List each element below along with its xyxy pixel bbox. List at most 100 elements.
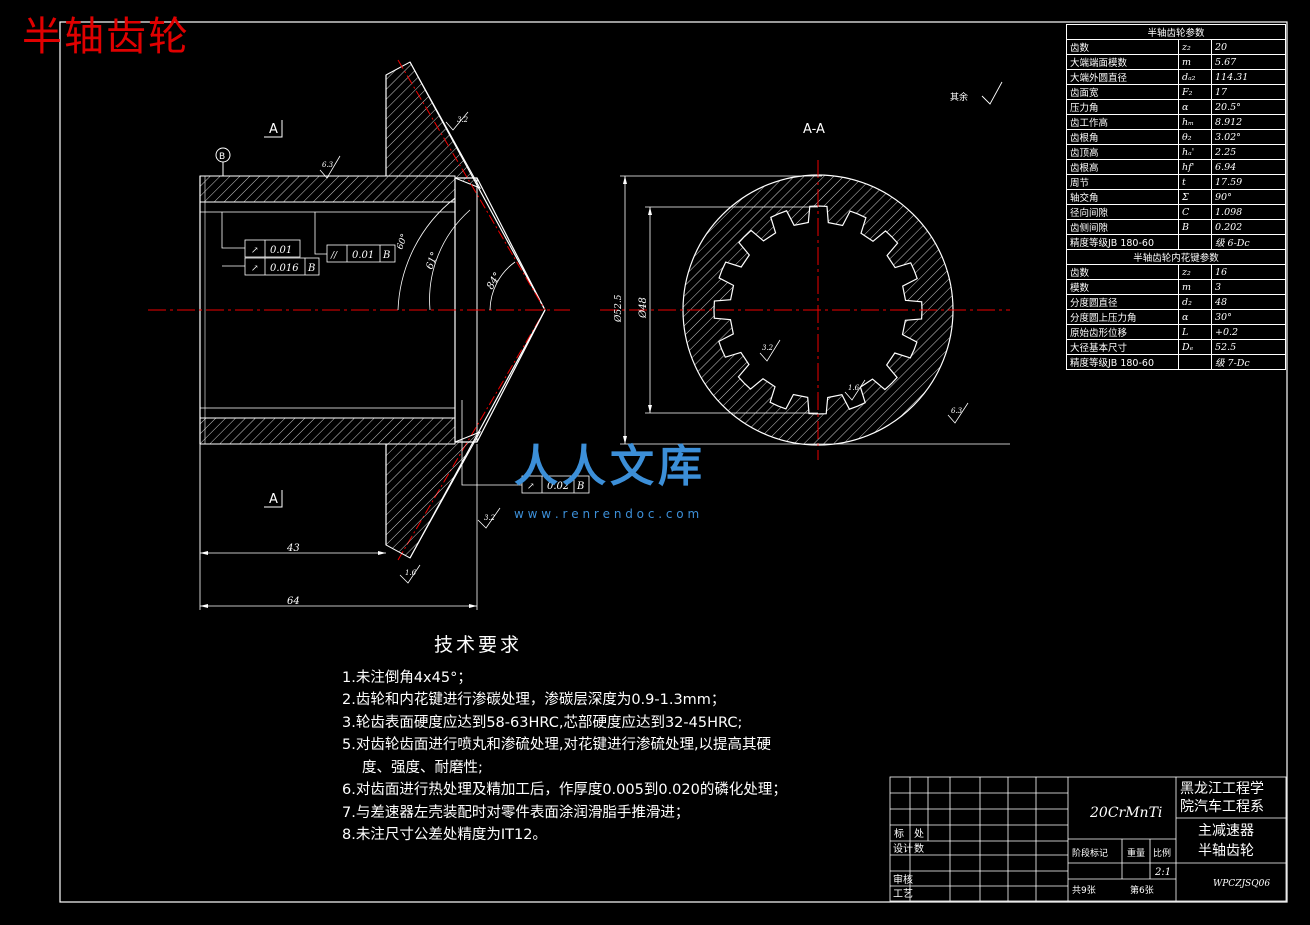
table-cell-sym: t (1178, 174, 1212, 190)
requirements-heading: 技术要求 (434, 634, 523, 656)
table-cell-name: 齿面宽 (1066, 84, 1179, 100)
table-cell-name: 模数 (1066, 279, 1179, 295)
title-block-grid (889, 776, 1287, 902)
tb-review: 审核 (893, 873, 913, 886)
table-cell-name: 大端外圆直径 (1066, 69, 1179, 85)
fcf3-datum: B (382, 250, 390, 261)
table-cell-name: 大径基本尺寸 (1066, 339, 1179, 355)
page-title: 半轴齿轮 (22, 14, 190, 60)
table-cell-name: 齿侧间隙 (1066, 219, 1179, 235)
technical-requirements: 技术要求 1.未注倒角4x45°； 2.齿轮和内花键进行渗碳处理，渗碳层深度为0… (342, 634, 787, 847)
table-cell-val: 17.59 (1211, 174, 1286, 190)
table-cell-name: 齿数 (1066, 264, 1179, 280)
tb-scale: 2:1 (1154, 867, 1171, 878)
table-cell-sym (1178, 354, 1212, 370)
fcf2-value: 0.016 (270, 263, 299, 274)
table-cell-sym: Dₑ (1178, 339, 1212, 355)
roughness-5: 3.2 (762, 344, 774, 352)
section-label: A-A (803, 122, 825, 137)
table-cell-sym: z₂ (1178, 264, 1212, 280)
table-cell-name: 齿工作高 (1066, 114, 1179, 130)
view-marker-a-bottom: A (269, 492, 278, 507)
tb-mark: 标 (894, 828, 904, 840)
roughness-4: 1.6 (405, 569, 417, 577)
table-cell-sym: α (1178, 309, 1212, 325)
table-cell-val: 0.202 (1211, 219, 1286, 235)
fcf4-value: 0.02 (547, 481, 569, 492)
fcf2-datum: B (307, 263, 315, 274)
drawing-annotations: A A B A-A 其余 ↗ 0.01 ↗ 0.016 B // 0.01 B … (219, 91, 1270, 900)
table-row: 精度等级JB 180-60 级 7-Dc (1066, 354, 1286, 370)
requirement-item: 2.齿轮和内花键进行渗碳处理，渗碳层深度为0.9-1.3mm； (342, 692, 726, 708)
tb-material: 20CrMnTi (1089, 805, 1162, 821)
roughness-3: 3.2 (484, 514, 496, 522)
table-cell-sym: L (1178, 324, 1212, 340)
table-cell-sym: hₘ (1178, 114, 1212, 130)
table-cell-name: 齿根角 (1066, 129, 1179, 145)
fcf3-symbol: // (330, 251, 338, 261)
table-cell-sym: B (1178, 219, 1212, 235)
table-cell-sym: C (1178, 204, 1212, 220)
tb-school: 黑龙江工程学 院汽车工程系 (1180, 780, 1264, 816)
table-cell-val: 级 7-Dc (1211, 354, 1286, 370)
table-cell-sym: θ₂ (1178, 129, 1212, 145)
tb-sheet-no: 第6张 (1130, 884, 1154, 896)
table-cell-val: +0.2 (1211, 324, 1286, 340)
table-header-row: 半轴齿轮参数 (1066, 24, 1286, 40)
table-cell-val: 6.94 (1211, 159, 1286, 175)
table-cell-name: 原始齿形位移 (1066, 324, 1179, 340)
angle-60: 60° (395, 233, 410, 251)
roughness-1: 6.3 (322, 161, 334, 169)
tb-assembly-block: 主减速器 半轴齿轮 (1198, 821, 1254, 861)
tb-weight: 重量 (1127, 847, 1145, 859)
roughness-2: 3.2 (457, 116, 469, 124)
table-cell-name: 齿数 (1066, 39, 1179, 55)
tb-assembly: 主减速器 (1198, 823, 1254, 839)
requirement-item: 3.轮齿表面硬度应达到58-63HRC,芯部硬度应达到32-45HRC; (342, 714, 743, 731)
requirement-item: 5.对齿轮齿面进行喷丸和渗硫处理,对花键进行渗硫处理,以提高其硬 (342, 737, 772, 753)
table-cell-val: 48 (1211, 294, 1286, 310)
table-cell-val: 2.25 (1211, 144, 1286, 160)
table-cell-name: 压力角 (1066, 99, 1179, 115)
fcf4-datum: B (576, 481, 584, 492)
tb-process: 工艺 (893, 888, 913, 900)
table-cell-val: 16 (1211, 264, 1286, 280)
view-marker-a-top: A (269, 122, 278, 137)
datum-b-label: B (219, 152, 225, 162)
spline-section-view (600, 81, 1010, 460)
table-cell-val: 52.5 (1211, 339, 1286, 355)
watermark-url: w w w . r e n r e n d o c . c o m (514, 507, 700, 521)
table-cell-sym: α (1178, 99, 1212, 115)
tb-count: 数 (914, 842, 924, 855)
gear-section-view (148, 59, 590, 610)
dim-43: 43 (286, 543, 300, 554)
table-cell-name: 精度等级JB 180-60 (1066, 234, 1179, 250)
dim-dia-52: Ø52.5 (613, 294, 624, 323)
fcf3-value: 0.01 (352, 250, 374, 261)
table-cell-val: 20.5° (1211, 99, 1286, 115)
requirement-item: 7.与差速器左壳装配时对零件表面涂润滑脂手推滑进； (342, 804, 690, 821)
table-cell-name: 分度圆直径 (1066, 294, 1179, 310)
table-cell-sym: Σ (1178, 189, 1212, 205)
table-cell-name: 径向间隙 (1066, 204, 1179, 220)
table-cell-sym: dₐ₂ (1178, 69, 1212, 85)
table-cell-val: 20 (1211, 39, 1286, 55)
tb-drawing-no: WPCZJSQ06 (1213, 879, 1270, 889)
table-header: 半轴齿轮内花键参数 (1066, 249, 1286, 265)
table-cell-name: 精度等级JB 180-60 (1066, 354, 1179, 370)
